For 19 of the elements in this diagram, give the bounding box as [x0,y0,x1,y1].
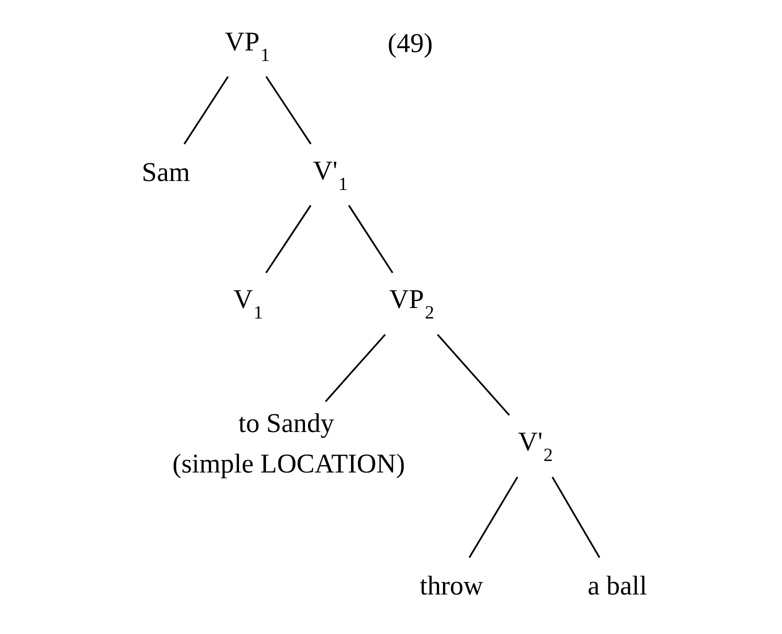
node-text: Sam [142,157,190,188]
node-text: VP$_{1}$ [224,26,270,66]
node-text: V'$_{1}$ [313,155,348,195]
connector [468,476,518,558]
node-text: throw [420,570,484,601]
node-text: V$_{1}$ [233,284,264,324]
node-text: to Sandy [238,408,334,438]
connector [265,204,312,274]
connector [265,76,312,144]
node-text: a ball [588,570,648,601]
node-text: V'$_{2}$ [518,426,553,466]
connector [348,204,394,274]
label: (49) [388,28,433,58]
connector [436,334,510,416]
node-label: (simple LOCATION) [172,448,405,479]
node-text: VP$_{2}$ [389,284,434,324]
connector [184,76,229,144]
connector [552,476,600,558]
connector [324,334,386,402]
